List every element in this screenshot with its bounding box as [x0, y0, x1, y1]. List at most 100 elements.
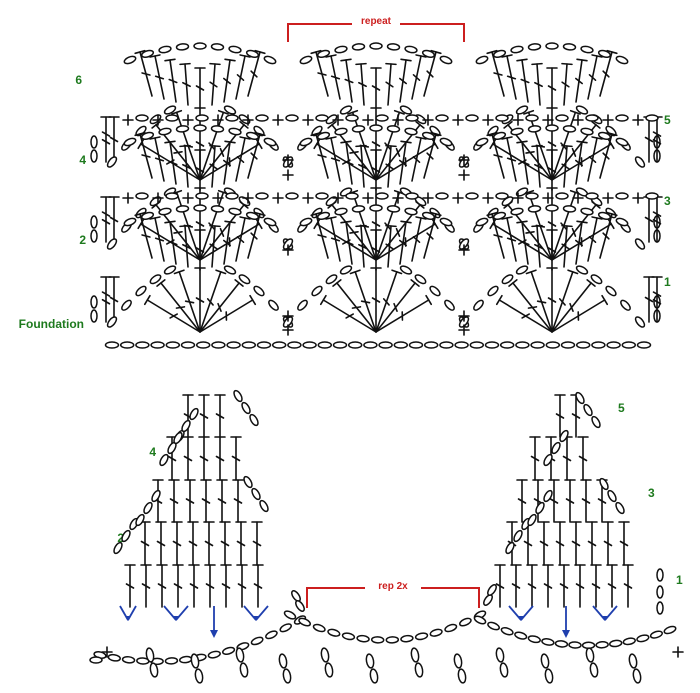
- treble-crochet-symbol: [209, 224, 221, 268]
- chain-stitch-symbol: [615, 137, 629, 147]
- chain-stitch-symbol: [414, 662, 424, 678]
- chain-stitch-symbol: [375, 192, 389, 200]
- treble-crochet-symbol: [370, 229, 382, 271]
- single-crochet-symbol: [212, 192, 224, 204]
- treble-crochet-symbol: [486, 49, 505, 97]
- treble-crochet-symbol: [525, 269, 553, 333]
- chain-stitch-symbol: [221, 646, 236, 655]
- row-label-4: 4: [79, 153, 86, 167]
- treble-crochet-symbol: [546, 229, 558, 271]
- chain-stitch-symbol: [656, 585, 664, 599]
- chain-stitch-symbol: [649, 630, 663, 639]
- row-label-1: 1: [664, 275, 671, 289]
- chain-stitch-symbol: [245, 131, 260, 140]
- chain-stitch-symbol: [492, 211, 507, 220]
- treble-crochet-symbol: [209, 62, 221, 106]
- single-crochet-symbol: [302, 192, 314, 204]
- treble-crochet-symbol: [230, 436, 242, 481]
- chain-stitch-symbol: [299, 55, 313, 65]
- treble-crochet-symbol: [575, 58, 588, 103]
- chain-stitch-symbol: [271, 341, 287, 349]
- chain-stitch-symbol: [399, 265, 413, 275]
- single-crochet-symbol: [242, 114, 254, 126]
- foundation-label: Foundation: [19, 317, 84, 331]
- treble-crochet-symbol: [516, 58, 530, 103]
- treble-crochet-symbol: [164, 58, 178, 103]
- chain-stitch-symbol: [585, 647, 595, 663]
- chain-stitch-symbol: [119, 341, 135, 349]
- treble-crochet-symbol: [134, 49, 153, 97]
- treble-crochet-symbol: [546, 67, 558, 109]
- chain-stitch-symbol: [562, 205, 577, 213]
- chain-stitch-symbol: [375, 114, 389, 122]
- treble-crochet-symbol: [531, 62, 543, 106]
- chain-stitch-symbol: [223, 265, 237, 275]
- chain-stitch-symbol: [285, 114, 299, 122]
- chain-stitch-symbol: [457, 668, 467, 684]
- treble-crochet-symbol: [171, 521, 183, 566]
- treble-crochet-symbol: [501, 216, 517, 262]
- chain-stitch-symbol: [386, 125, 401, 133]
- chain-stitch-symbol: [551, 441, 561, 455]
- chain-stitch-symbol: [609, 639, 623, 648]
- chain-stitch-symbol: [90, 215, 98, 229]
- chain-stitch-symbol: [347, 341, 363, 349]
- chain-stitch-symbol: [615, 501, 625, 515]
- treble-crochet-symbol: [156, 564, 168, 608]
- bottom-row-label-1: 1: [676, 573, 683, 587]
- blue-arrow-icon: [562, 630, 570, 638]
- single-crochet-symbol: [602, 192, 614, 204]
- bottom-row-label-4: 4: [149, 445, 156, 459]
- chain-stitch-symbol: [435, 192, 449, 200]
- chain-stitch-symbol: [249, 413, 259, 427]
- chain-stitch-symbol: [223, 105, 237, 115]
- treble-crochet-symbol: [580, 479, 592, 523]
- chain-stitch-symbol: [583, 403, 593, 417]
- chain-stitch-symbol: [90, 135, 98, 149]
- chain-stitch-symbol: [263, 137, 277, 147]
- chain-stitch-symbol: [589, 662, 599, 678]
- treble-crochet-symbol: [643, 196, 655, 243]
- chain-stitch-symbol: [334, 207, 348, 216]
- treble-crochet-symbol: [554, 521, 566, 566]
- treble-crochet-symbol: [370, 149, 382, 191]
- chain-stitch-symbol: [465, 114, 479, 122]
- chain-stitch-symbol: [104, 341, 120, 349]
- treble-crochet-symbol: [486, 211, 505, 259]
- row-label-3: 3: [664, 194, 671, 208]
- treble-crochet-symbol: [216, 479, 228, 523]
- chain-stitch-symbol: [298, 617, 311, 627]
- chain-stitch-symbol: [575, 391, 585, 405]
- treble-crochet-symbol: [561, 62, 573, 106]
- treble-crochet-symbol: [370, 67, 382, 109]
- treble-crochet-symbol: [531, 144, 543, 188]
- chain-stitch-symbol: [228, 207, 242, 216]
- treble-crochet-symbol: [516, 220, 530, 265]
- chain-stitch-symbol: [334, 45, 348, 54]
- single-crochet-symbol: [392, 192, 404, 204]
- chain-stitch-symbol: [173, 431, 183, 445]
- chain-stitch-symbol: [325, 274, 338, 285]
- chain-stitch-symbol: [243, 475, 253, 489]
- single-crochet-symbol: [632, 114, 644, 126]
- chain-stitch-symbol: [435, 114, 449, 122]
- chain-stitch-symbol: [487, 621, 500, 631]
- blue-arrow-icon: [508, 605, 534, 621]
- chain-stitch-symbol: [316, 211, 331, 220]
- treble-crochet-symbol: [194, 229, 206, 271]
- treble-crochet-symbol: [508, 279, 553, 333]
- chain-stitch-symbol: [473, 299, 484, 311]
- chain-stitch-symbol: [501, 274, 514, 285]
- chain-stitch-symbol: [465, 192, 479, 200]
- treble-crochet-symbol: [501, 54, 517, 100]
- chain-stitch-symbol: [615, 192, 629, 200]
- chain-stitch-symbol: [540, 653, 550, 669]
- single-crochet-symbol: [458, 310, 470, 322]
- chain-stitch-symbol: [263, 217, 277, 227]
- treble-crochet-symbol: [586, 521, 598, 566]
- treble-crochet-symbol: [149, 136, 165, 182]
- chain-stitch-symbol: [90, 309, 98, 323]
- double-crochet-symbol: [651, 196, 663, 243]
- treble-crochet-symbol: [399, 220, 412, 265]
